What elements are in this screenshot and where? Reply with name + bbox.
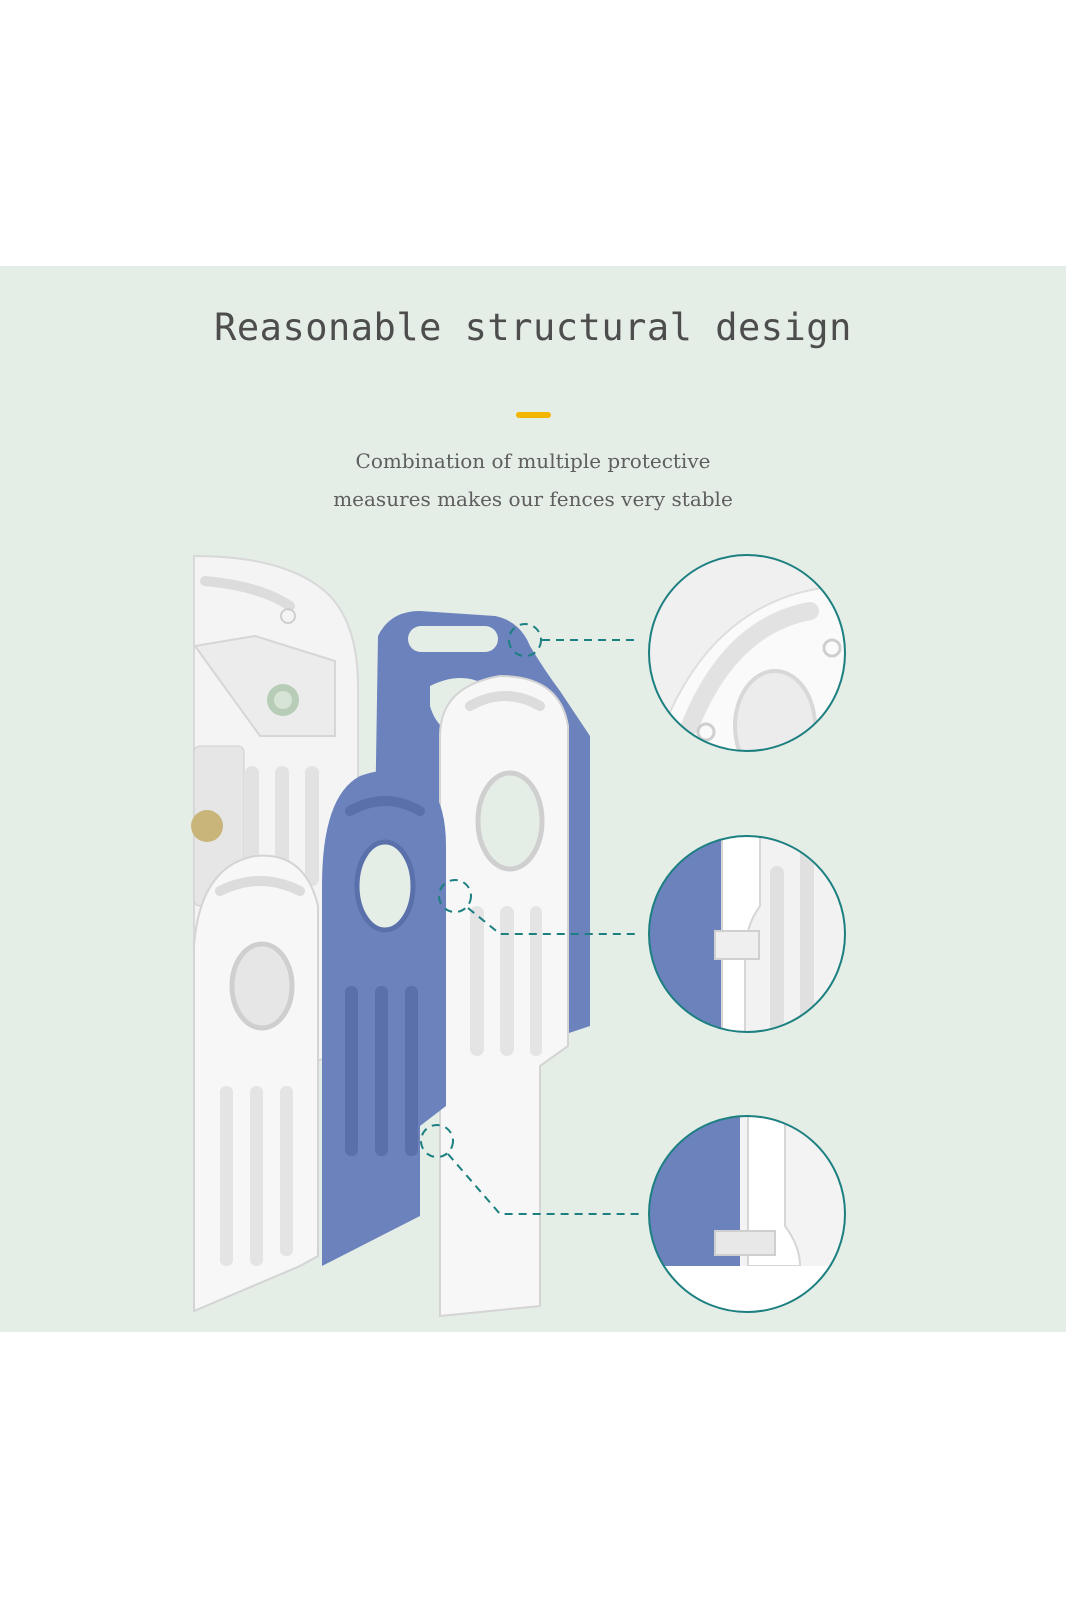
detail-circle-bottom xyxy=(648,1115,846,1313)
product-feature-panel: Reasonable structural design Combination… xyxy=(0,266,1066,1332)
detail-circle-middle xyxy=(648,835,846,1033)
detail-circle-top xyxy=(648,554,846,752)
section-title: Reasonable structural design xyxy=(214,306,852,349)
accent-divider xyxy=(516,412,551,418)
subtitle-line-2: measures makes our fences very stable xyxy=(333,487,733,511)
subtitle-line-1: Combination of multiple protective xyxy=(355,449,711,473)
callout-leaders xyxy=(420,623,640,1215)
front-white-panel xyxy=(193,854,319,1313)
playpen-illustration xyxy=(191,554,846,1318)
front-blue-panel xyxy=(322,770,446,1266)
rear-white-panel xyxy=(439,674,569,1318)
